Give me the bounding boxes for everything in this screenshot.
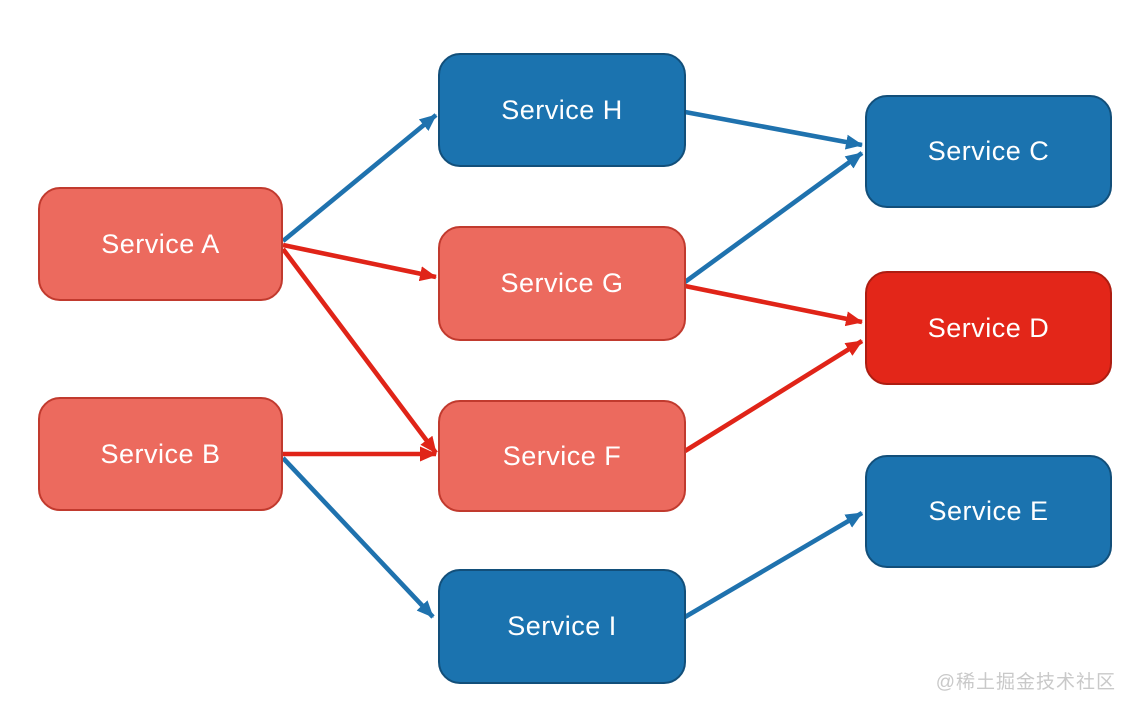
node-service-a: Service A: [38, 187, 283, 301]
node-service-h: Service H: [438, 53, 686, 167]
node-label: Service A: [101, 228, 220, 259]
edge-g-to-d: [684, 283, 863, 327]
node-service-b: Service B: [38, 397, 283, 511]
edge-a-to-f: [281, 247, 438, 455]
node-label: Service C: [927, 136, 1050, 166]
edge-i-to-e: [683, 511, 864, 619]
node-label: Service B: [100, 438, 221, 469]
node-service-c: Service C: [865, 95, 1112, 208]
node-label: Service D: [927, 312, 1050, 343]
node-service-d: Service D: [865, 271, 1112, 385]
node-label: Service I: [507, 611, 617, 641]
node-service-f: Service F: [438, 400, 686, 512]
edge-h-to-c: [684, 109, 863, 150]
node-service-i: Service I: [438, 569, 686, 684]
edge-f-to-d: [683, 339, 864, 453]
node-service-g: Service G: [438, 226, 686, 341]
node-label: Service G: [500, 268, 624, 298]
edge-a-to-g: [282, 242, 437, 282]
node-label: Service E: [928, 496, 1049, 526]
node-service-e: Service E: [865, 455, 1112, 568]
edge-a-to-h: [281, 113, 438, 243]
watermark: @稀土掘金技术社区: [935, 672, 1116, 693]
edge-b-to-i: [281, 456, 435, 619]
node-label: Service F: [502, 440, 622, 471]
node-label: Service H: [501, 94, 623, 125]
edge-g-to-c: [683, 151, 864, 284]
